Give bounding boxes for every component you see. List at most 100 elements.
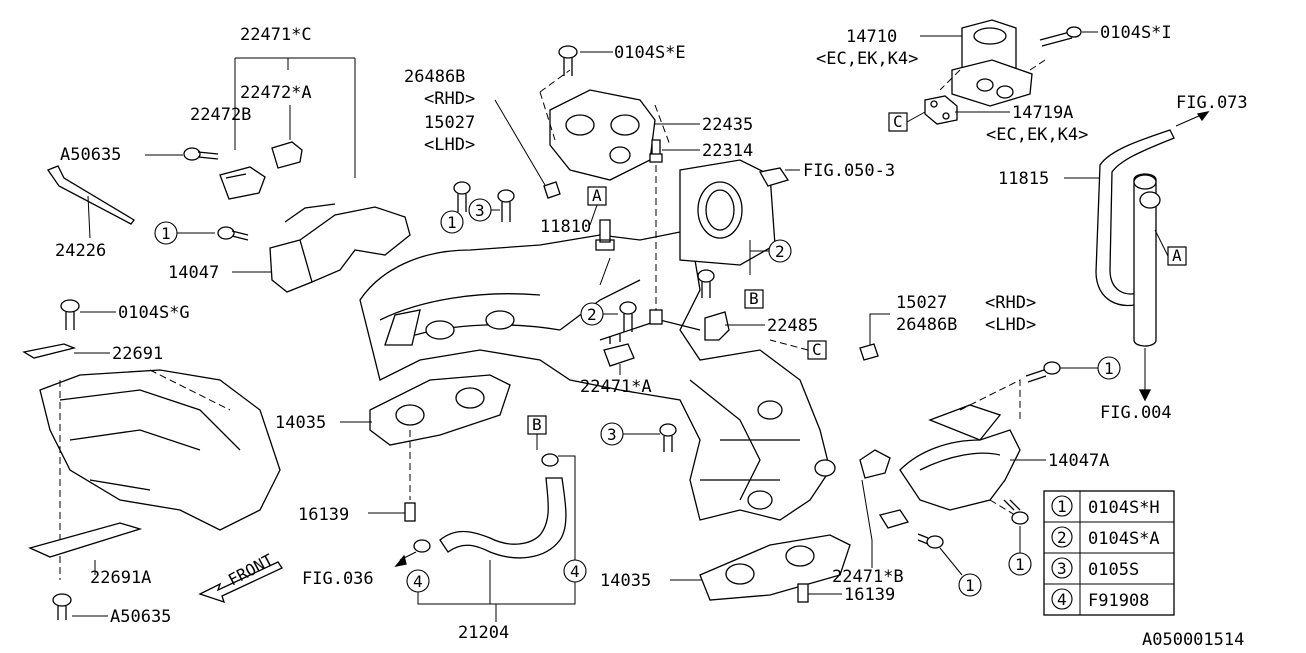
cover-14047a: 14047A 1 1 [899,356,1121,576]
pipe-11815-vertical [1133,173,1157,347]
label-rhd-top: <RHD> [424,89,475,109]
label-22471b: 22471*B [832,567,904,587]
front-arrow [198,561,283,604]
sensor-right: 15027 <RHD> 26486B <LHD> [859,293,1036,361]
legend-part: 0105S [1088,560,1139,580]
label-16139-bottom: 16139 [844,585,895,605]
label-ec-14710: <EC,EK,K4> [816,49,918,69]
callout-box-c-center: C [812,340,822,359]
label-0104sg: 0104S*G [118,303,190,323]
label-a50635-top: A50635 [60,145,121,165]
label-0104se: 0104S*E [614,43,686,63]
callout-box-c-top: C [893,112,903,131]
label-22472b: 22472B [190,105,251,125]
idle-control-22435: 0104S*E 22435 22314 [539,43,753,325]
legend-row: 3 0105S [1051,557,1139,580]
gasket-14035-left-body [369,374,511,446]
cover-14047a-body [899,429,1021,511]
svg-text:1: 1 [161,224,171,243]
label-22691: 22691 [112,344,163,364]
label-24226: 24226 [55,241,106,261]
bolt-a50635-top: A50635 [60,145,219,165]
valve-14710: 14710 <EC,EK,K4> 0104S*I [816,19,1172,107]
label-fig050: FIG.050-3 [803,161,895,181]
engine-block-body [39,369,281,531]
svg-text:3: 3 [1057,559,1067,578]
legend-part: 0104S*A [1088,529,1160,549]
pipe-11815: FIG.073 11815 A FIG.004 [998,93,1248,423]
label-11815: 11815 [998,169,1049,189]
label-fig036: FIG.036 [302,569,374,589]
label-14035-left: 14035 [275,413,326,433]
label-22691a: 22691A [90,568,151,588]
svg-text:3: 3 [607,425,617,444]
label-0104si: 0104S*I [1100,23,1172,43]
legend-part: 0104S*H [1088,498,1160,518]
pipe-11815-body [1095,129,1175,307]
cover-14047: 14047 1 [154,203,411,293]
label-14047a: 14047A [1048,451,1109,471]
gasket-14719a: C 14719A <EC,EK,K4> [888,95,1088,145]
label-16139-left: 16139 [298,505,349,525]
label-ec-14719a: <EC,EK,K4> [986,125,1088,145]
label-fig073: FIG.073 [1176,93,1248,113]
callout-box-a: A [592,186,602,205]
bracket-22691 [22,343,77,359]
label-21204: 21204 [458,623,509,643]
clip-22471a: 22471*A [580,334,652,397]
bolt-0104sg: 0104S*G 22691 [22,299,190,364]
label-14710: 14710 [846,27,897,47]
legend-row: 4 F91908 [1051,588,1149,611]
label-26486b-top: 26486B [404,67,465,87]
bolt-3-lower: 3 [600,422,677,452]
svg-text:1: 1 [447,213,457,232]
cover-14047-top [299,206,411,283]
bracket-22691a-body [28,522,143,558]
label-15027-right: 15027 [896,293,947,313]
label-11810: 11810 [540,217,591,237]
svg-text:2: 2 [1057,528,1067,547]
clip-22472b [219,166,266,200]
gasket-14035-bottom: 14035 16139 [600,534,895,605]
svg-text:3: 3 [475,201,485,220]
label-lhd-top: <LHD> [424,135,475,155]
sensor-22314 [649,139,663,163]
label-15027-top: 15027 [424,113,475,133]
gasket-14035-left: 14035 16139 [275,374,511,525]
bracket-22485-body [704,311,730,341]
throttle-body: FIG.050-3 [679,159,895,266]
hose-21204-body [439,477,567,559]
hose-21204: B FIG.036 4 4 21204 [302,415,587,643]
label-rhd-right: <RHD> [985,293,1036,313]
bracket-22485: 22485 C [704,311,827,360]
legend-part: F91908 [1088,591,1149,611]
label-22314: 22314 [702,141,753,161]
diagram-id: A050001514 [1142,630,1244,650]
clip-22472a [271,141,303,169]
cable-tie [47,165,135,225]
label-22435: 22435 [702,115,753,135]
label-front: FRONT [225,550,277,590]
svg-text:4: 4 [413,572,423,591]
bracket-22691a: 22691A FRONT A50635 [28,522,283,627]
callout-box-b-bottom: B [532,415,542,434]
callout-box-a-right: A [1172,246,1182,265]
svg-text:1: 1 [1015,555,1025,574]
label-lhd-right: <LHD> [985,315,1036,335]
svg-text:1: 1 [965,576,975,595]
tie-24226: 24226 [47,165,135,261]
svg-text:4: 4 [570,562,580,581]
callouts-center: A 11810 2 B 2 [540,186,792,332]
label-14035-bottom: 14035 [600,571,651,591]
label-22485: 22485 [767,316,818,336]
legend-table: 1 0104S*H 2 0104S*A 3 0105S 4 F91908 [1043,490,1175,616]
bracket-group-22471c: 22471*C 22472*A 22472B [190,25,356,200]
svg-text:4: 4 [1057,590,1067,609]
gasket-14035-bottom-body [699,534,851,601]
engine-block [39,369,281,580]
idle-control-valve [549,89,656,181]
intake-manifold [359,229,836,521]
gasket-14719a-body [924,95,958,125]
legend-row: 1 0104S*H [1051,495,1160,518]
label-a50635-bottom: A50635 [110,607,171,627]
